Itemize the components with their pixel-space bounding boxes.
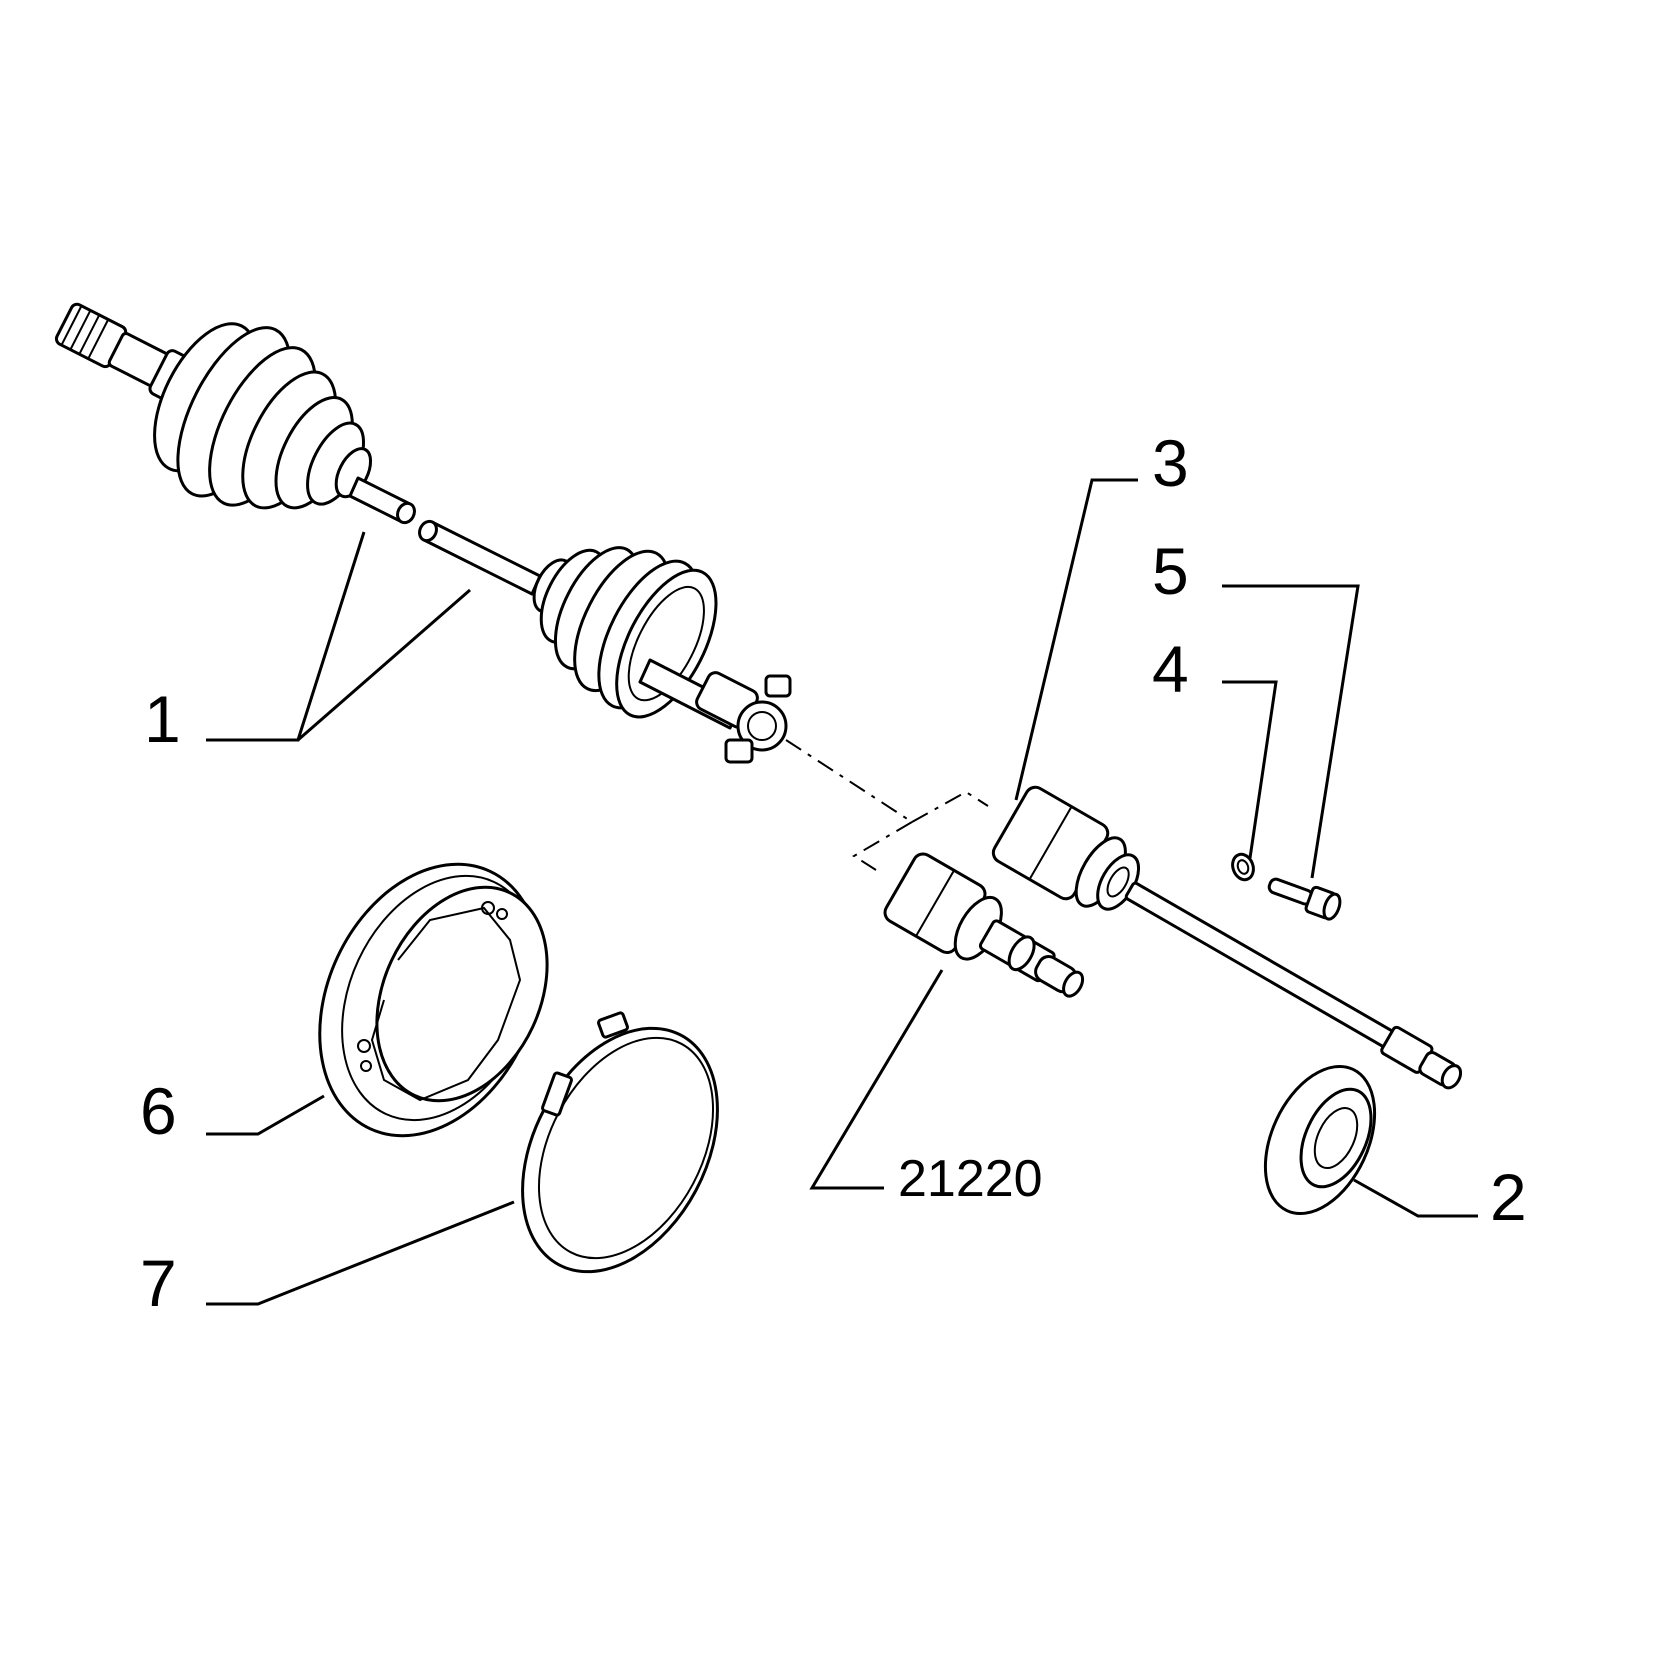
inner-joint-housing: [883, 852, 1085, 998]
boot-ring: [318, 862, 549, 1138]
callout-7: 7: [140, 1246, 177, 1320]
callout-21220: 21220: [898, 1150, 1043, 1208]
callout-2: 2: [1490, 1160, 1527, 1234]
callout-1: 1: [144, 682, 181, 756]
boot-clamp: [521, 1011, 719, 1274]
callout-6: 6: [140, 1074, 177, 1148]
washer: [1231, 852, 1255, 882]
bolt: [1267, 877, 1342, 921]
callout-3: 3: [1152, 426, 1189, 500]
drive-shaft-assembly: [54, 302, 989, 871]
seal-ring: [1263, 1064, 1377, 1216]
intermediate-shaft: [991, 785, 1463, 1090]
callout-4: 4: [1152, 632, 1189, 706]
callout-5: 5: [1152, 534, 1189, 608]
leader-lines: [206, 478, 1478, 1306]
